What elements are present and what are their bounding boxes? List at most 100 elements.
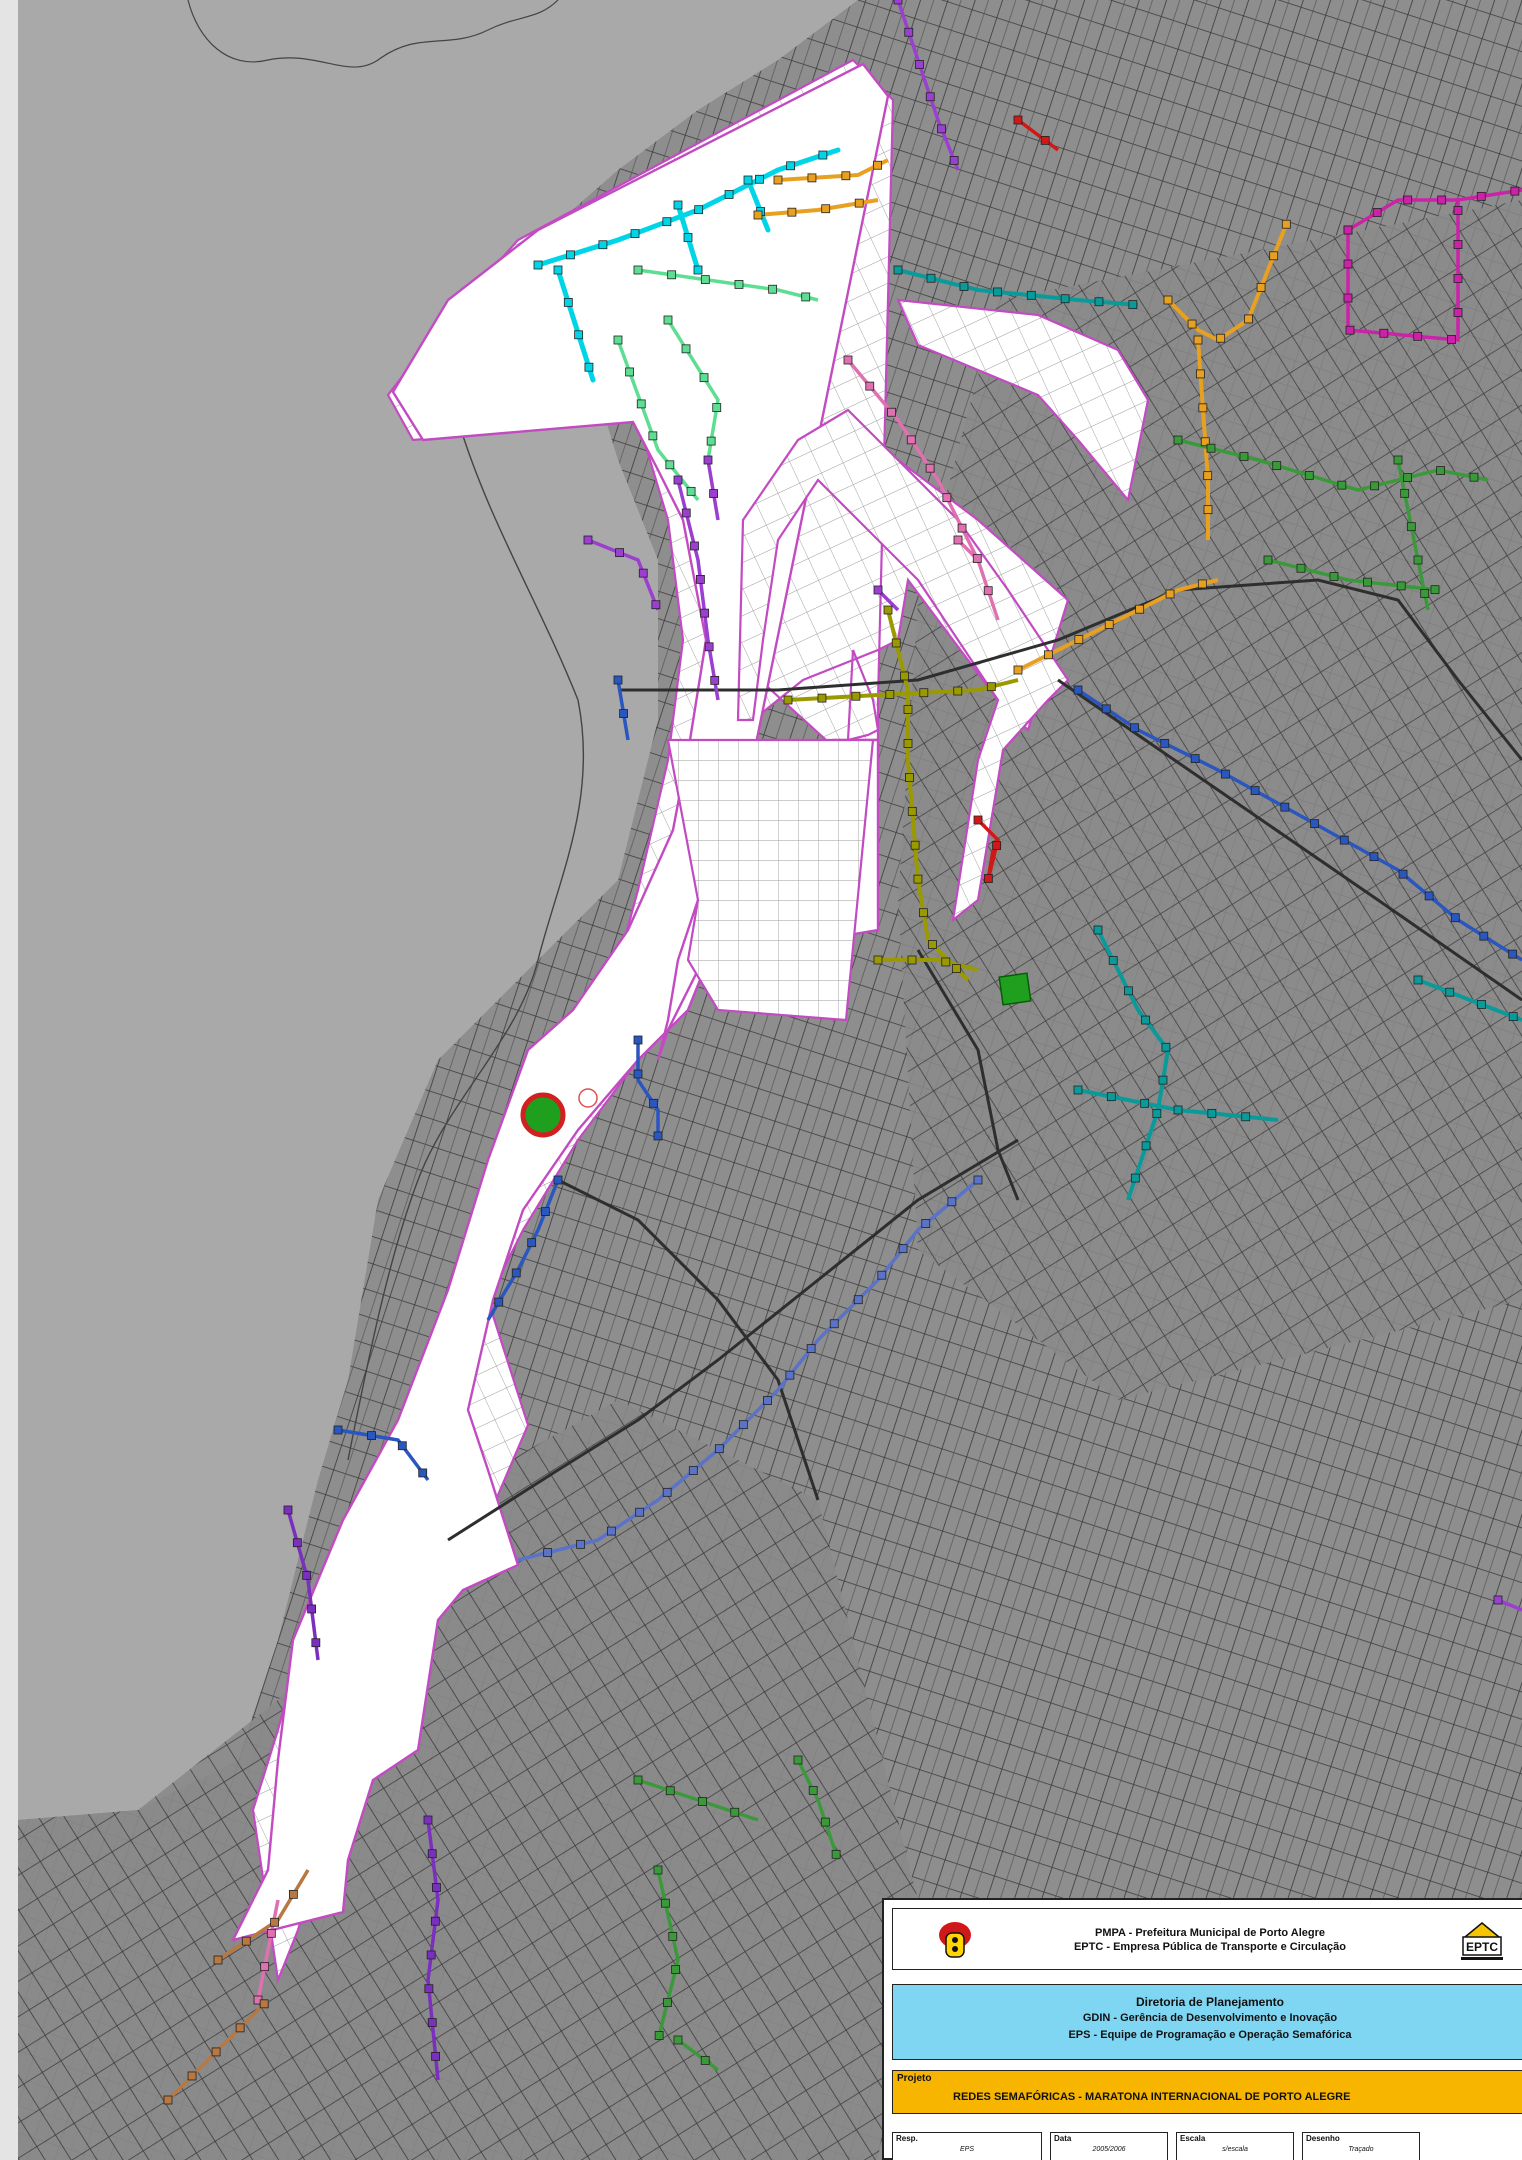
signal-node[interactable] [893,265,903,275]
signal-node[interactable] [1013,665,1023,675]
signal-node[interactable] [1453,308,1463,317]
signal-node[interactable] [724,190,734,199]
signal-node[interactable] [1447,335,1456,344]
signal-node[interactable] [753,210,763,220]
signal-node[interactable] [1406,522,1416,532]
signal-node[interactable] [636,399,646,409]
signal-node[interactable] [1263,555,1273,565]
signal-node[interactable] [1040,135,1050,145]
signal-node[interactable] [1272,461,1282,471]
signal-node[interactable] [807,173,817,183]
signal-node[interactable] [663,315,673,325]
signal-node[interactable] [1345,325,1355,335]
signal-node[interactable] [260,1962,270,1972]
signal-node[interactable] [937,124,946,134]
signal-node[interactable] [1370,481,1380,491]
signal-node[interactable] [983,874,993,883]
signal-node[interactable] [1060,294,1070,304]
signal-node[interactable] [662,1487,672,1497]
signal-node[interactable] [418,1468,428,1478]
signal-node[interactable] [818,150,828,160]
signal-node[interactable] [423,1815,433,1825]
signal-node[interactable] [925,463,935,473]
signal-node[interactable] [1250,786,1260,796]
signal-node[interactable] [1269,251,1279,261]
signal-node[interactable] [959,282,969,291]
signal-node[interactable] [919,688,929,698]
signal-node[interactable] [885,690,895,699]
signal-node[interactable] [1453,206,1463,215]
signal-node[interactable] [698,1797,707,1806]
signal-node[interactable] [426,1950,436,1960]
route-inner-loop[interactable] [736,408,1070,923]
signal-node[interactable] [1430,585,1440,595]
signal-node[interactable] [831,1849,841,1859]
start-marker-icon[interactable] [520,1092,566,1138]
signal-node[interactable] [925,92,935,102]
signal-node[interactable] [973,815,983,825]
signal-node[interactable] [553,1175,563,1185]
signal-node[interactable] [887,407,896,417]
signal-node[interactable] [1453,240,1463,249]
signal-node[interactable] [633,265,643,275]
signal-node[interactable] [651,600,661,610]
stadium-icon[interactable] [998,972,1032,1006]
map-sheet[interactable]: PMPA - Prefeitura Municipal de Porto Ale… [18,0,1522,2160]
signal-node[interactable] [1216,333,1226,343]
signal-node[interactable] [1073,685,1083,695]
signal-node[interactable] [563,297,573,307]
signal-node[interactable] [992,841,1002,850]
signal-node[interactable] [1493,1595,1503,1605]
signal-node[interactable] [743,175,753,185]
signal-node[interactable] [1329,572,1339,581]
signal-node[interactable] [928,940,937,949]
signal-node[interactable] [333,1425,343,1435]
signal-node[interactable] [613,675,623,685]
signal-node[interactable] [763,1396,772,1405]
signal-node[interactable] [700,2055,710,2065]
signal-node[interactable] [710,675,720,685]
signal-node[interactable] [673,2035,683,2045]
signal-node[interactable] [843,355,853,365]
signal-node[interactable] [283,1505,293,1515]
signal-node[interactable] [1445,987,1455,997]
signal-node[interactable] [681,344,691,354]
signal-node[interactable] [397,1441,407,1451]
signal-node[interactable] [883,605,893,615]
signal-node[interactable] [1343,225,1353,235]
signal-node[interactable] [704,642,714,652]
signal-node[interactable] [583,535,593,545]
signal-node[interactable] [1130,1173,1140,1183]
signal-node[interactable] [953,686,963,696]
signal-node[interactable] [694,205,704,215]
signal-node[interactable] [688,1466,698,1475]
signal-node[interactable] [1239,452,1249,461]
signal-node[interactable] [853,1295,863,1305]
signal-node[interactable] [1141,1015,1150,1025]
signal-node[interactable] [693,265,703,275]
signal-node[interactable] [1469,472,1479,482]
signal-node[interactable] [424,1984,434,1994]
signal-node[interactable] [854,198,864,208]
signal-node[interactable] [598,240,608,250]
signal-node[interactable] [983,586,993,596]
signal-node[interactable] [709,489,718,498]
signal-node[interactable] [1101,704,1111,714]
signal-node[interactable] [699,373,709,383]
signal-node[interactable] [668,1931,678,1941]
signal-node[interactable] [904,27,914,37]
signal-node[interactable] [494,1297,504,1307]
signal-node[interactable] [921,1219,931,1228]
signal-node[interactable] [292,1538,302,1548]
signal-node[interactable] [865,381,875,391]
signal-node[interactable] [633,1035,643,1045]
signal-node[interactable] [543,1548,553,1557]
signal-node[interactable] [683,233,693,242]
signal-node[interactable] [915,60,924,69]
signal-node[interactable] [1403,473,1413,482]
signal-node[interactable] [302,1570,312,1580]
signal-node[interactable] [619,709,628,718]
signal-node[interactable] [1094,297,1104,307]
signal-node[interactable] [1141,1141,1151,1151]
signal-node[interactable] [1140,1098,1150,1108]
